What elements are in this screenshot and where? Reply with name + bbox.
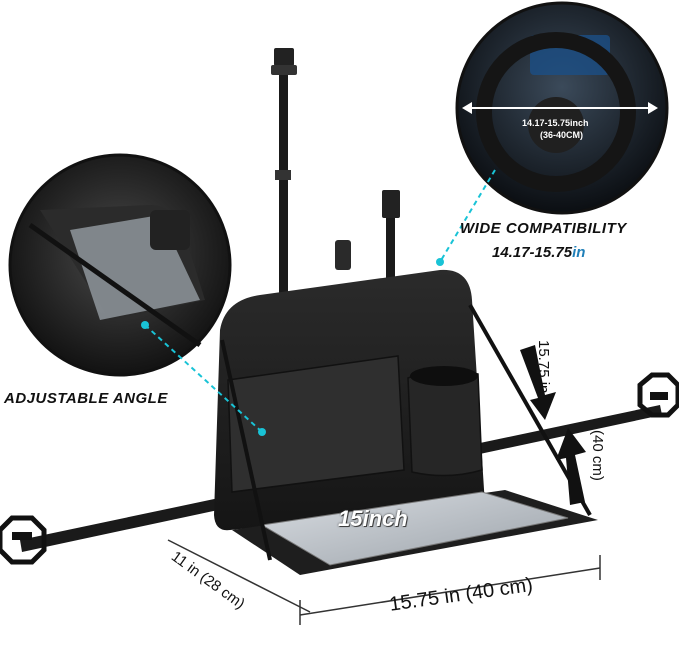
height-in-label: 15.75 in [535, 340, 552, 394]
height-arrows [520, 345, 586, 505]
adjustable-angle-label: ADJUSTABLE ANGLE [4, 390, 168, 407]
wheel-range-cm: (36-40CM) [540, 130, 584, 140]
wide-compatibility-label: WIDE COMPATIBILITY [460, 220, 627, 237]
height-cm-label: (40 cm) [589, 430, 606, 481]
adjustable-angle-inset [8, 153, 232, 377]
tray-organizer [214, 269, 598, 575]
tablet-size-label: 15inch [338, 506, 408, 531]
vertical-straps [271, 48, 400, 300]
left-headrest-clip-icon [0, 515, 47, 565]
right-headrest-clip-icon [637, 372, 679, 418]
steering-wheel-inset [455, 1, 669, 215]
range-label: 14.17-15.75in [492, 244, 585, 261]
range-unit: in [572, 244, 586, 261]
wheel-range-inch: 14.17-15.75inch [522, 118, 589, 128]
dimension-lines [167, 539, 601, 625]
range-value: 14.17-15.75 [492, 244, 573, 261]
